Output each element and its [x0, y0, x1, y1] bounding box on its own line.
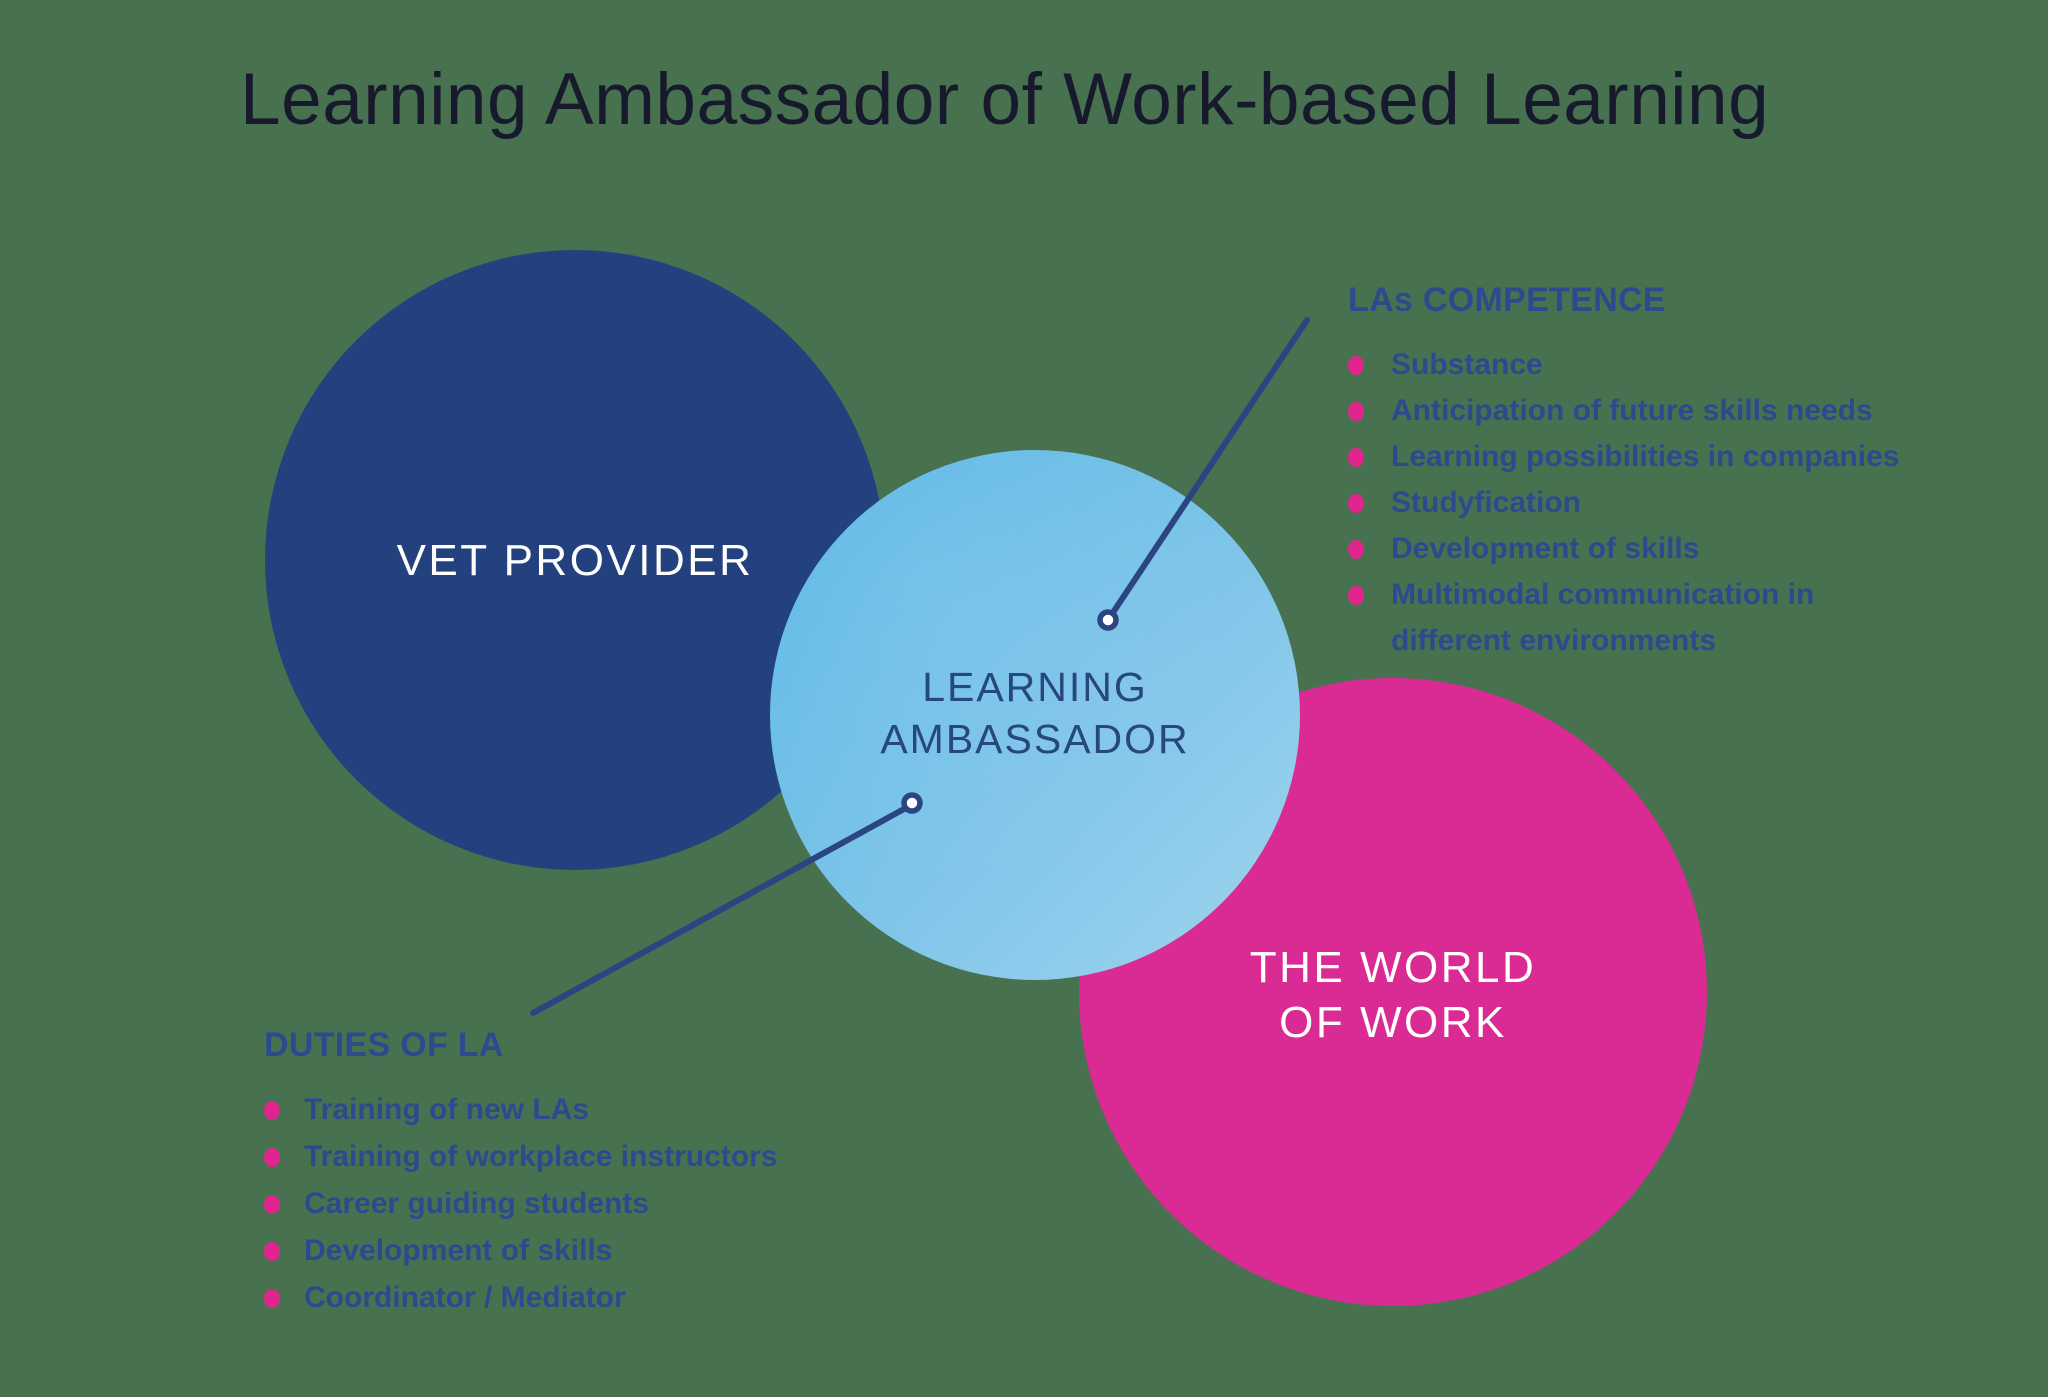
bullet-icon: [264, 1289, 280, 1308]
duties-heading: DUTIES OF LA: [264, 1026, 504, 1064]
duty-item: Training of new LAs: [264, 1086, 904, 1133]
competence-item: Development of skills: [1348, 526, 1988, 572]
competence-item: Multimodal communication in different en…: [1348, 572, 1988, 664]
bullet-icon: [1348, 540, 1364, 559]
vet-provider-circle: VET PROVIDER: [265, 250, 885, 870]
competence-items: Substance Anticipation of future skills …: [1348, 342, 1988, 664]
world-of-work-label-line2: OF WORK: [1279, 998, 1507, 1047]
bullet-icon: [1348, 586, 1364, 605]
duty-item: Coordinator / Mediator: [264, 1274, 904, 1321]
duties-items: Training of new LAs Training of workplac…: [264, 1086, 904, 1321]
bullet-icon: [264, 1242, 280, 1261]
duty-item: Career guiding students: [264, 1180, 904, 1227]
bullet-icon: [1348, 448, 1364, 467]
competence-item: Substance: [1348, 342, 1988, 388]
learning-ambassador-label-line2: AMBASSADOR: [880, 716, 1190, 762]
duty-item: Development of skills: [264, 1227, 904, 1274]
bullet-icon: [264, 1101, 280, 1120]
learning-ambassador-circle: LEARNING AMBASSADOR: [770, 450, 1300, 980]
competence-item: Learning possibilities in companies: [1348, 434, 1988, 480]
bullet-icon: [1348, 356, 1364, 375]
bullet-icon: [1348, 494, 1364, 513]
world-of-work-label: THE WORLD OF WORK: [1079, 940, 1707, 1050]
learning-ambassador-label: LEARNING AMBASSADOR: [770, 661, 1300, 765]
competence-item: Studyfication: [1348, 480, 1988, 526]
bullet-icon: [264, 1148, 280, 1167]
learning-ambassador-label-line1: LEARNING: [922, 664, 1148, 710]
bullet-icon: [1348, 402, 1364, 421]
duty-item: Training of workplace instructors: [264, 1133, 904, 1180]
competence-list: LAs COMPETENCE Substance Anticipation of…: [1348, 281, 1988, 664]
competence-item: Anticipation of future skills needs: [1348, 388, 1988, 434]
vet-provider-label: VET PROVIDER: [396, 536, 754, 585]
page-title: Learning Ambassador of Work-based Learni…: [240, 59, 1770, 140]
world-of-work-label-line1: THE WORLD: [1249, 943, 1537, 992]
competence-heading: LAs COMPETENCE: [1348, 281, 1666, 319]
bullet-icon: [264, 1195, 280, 1214]
duties-list: DUTIES OF LA Training of new LAs Trainin…: [264, 1026, 904, 1321]
